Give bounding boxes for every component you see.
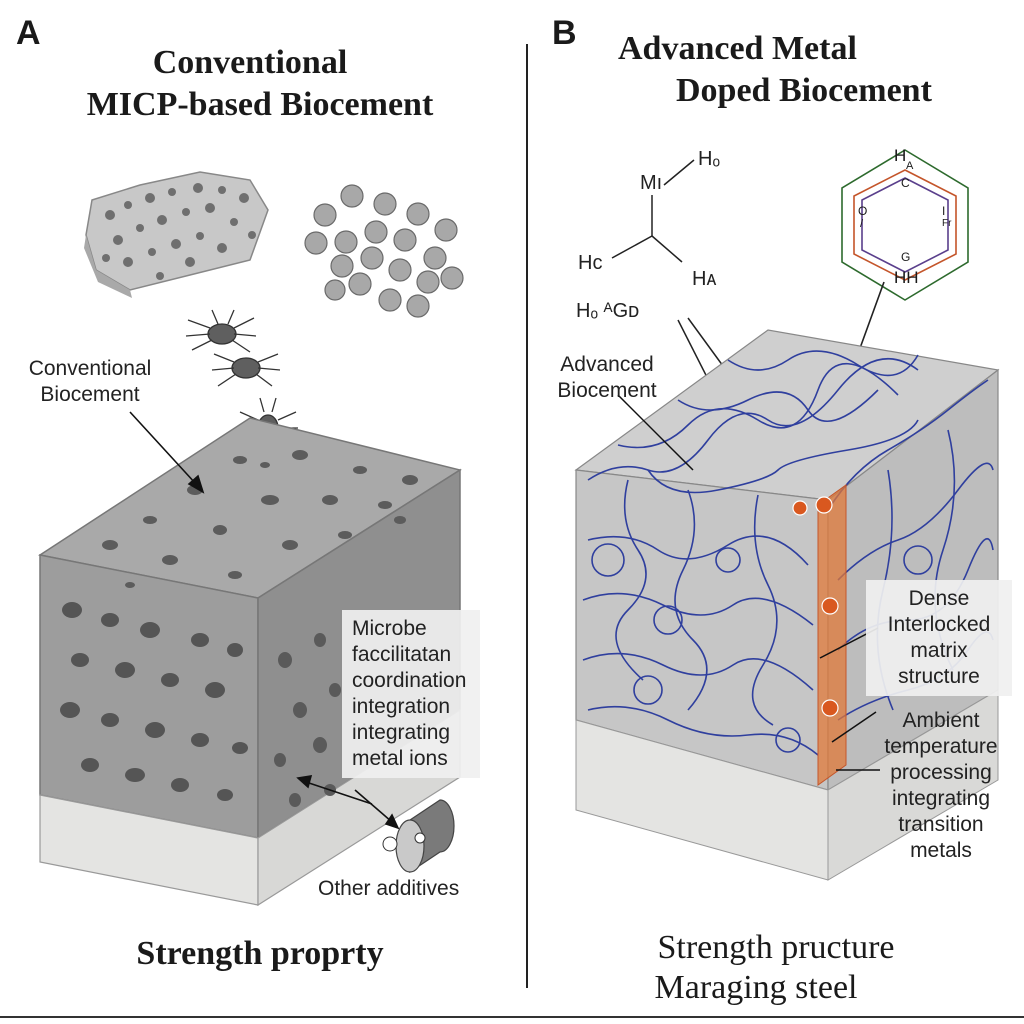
- hex-label-left: O: [858, 204, 868, 218]
- chem-ho-label: Hₒ: [698, 148, 720, 170]
- label-advanced-line1: Advanced: [560, 353, 654, 376]
- panel-a-title-line2: MICP-based Biocement: [86, 86, 434, 123]
- panel-b-caption-line2: Maraging steel: [654, 969, 858, 1006]
- panel-a-letter: A: [16, 14, 41, 52]
- panel-a-illustration: [38, 171, 464, 907]
- hex-label-bottom: HH: [894, 268, 919, 287]
- spheres-icon: [304, 184, 464, 318]
- label-ambient-line: processing: [890, 761, 992, 784]
- chem-hogd-label: Hₒ ᴬGᴅ: [576, 300, 640, 322]
- panel-a-caption: Strength proprty: [136, 935, 384, 972]
- label-dense-line: matrix: [910, 639, 968, 662]
- label-microbe-line: coordination: [352, 669, 467, 692]
- chem-m-label: Mı: [640, 172, 663, 194]
- label-dense-line: Dense: [908, 587, 970, 610]
- panel-a-arrows: [129, 411, 400, 830]
- label-dense-box: Dense Interlocked matrix structure: [866, 580, 1012, 696]
- panel-b-title: Advanced Metal Doped Biocement: [618, 28, 932, 112]
- label-ambient-line: temperature: [884, 735, 998, 758]
- bottom-border: [0, 1016, 1024, 1018]
- label-microbe-box: Microbe faccilitatan coordination integr…: [342, 610, 480, 778]
- label-ambient-line: transition: [898, 813, 984, 836]
- panel-a-title-line1: Conventional: [152, 44, 348, 81]
- label-microbe-line: Microbe: [352, 617, 427, 640]
- label-conventional-line2: Biocement: [40, 383, 140, 406]
- panel-a-title: Conventional MICP-based Biocement: [0, 42, 500, 126]
- label-microbe-line: integration: [352, 695, 451, 718]
- panel-b-caption-line1: Strength pructure: [657, 929, 895, 966]
- chem-hc-label: Hᴄ: [578, 252, 603, 274]
- label-advanced-line2: Biocement: [557, 379, 657, 402]
- label-microbe-line: metal ions: [352, 747, 448, 770]
- additive-cylinder-icon: [382, 799, 455, 874]
- hex-label-right-sub: Fr: [942, 218, 952, 229]
- label-dense-line: structure: [898, 665, 980, 688]
- label-ambient-box: Ambient temperature processing integrati…: [876, 708, 1006, 864]
- hex-label-top: H: [894, 146, 907, 165]
- hex-label-g: G: [901, 250, 911, 264]
- label-ambient-line: Ambient: [902, 709, 980, 732]
- label-microbe-line: integrating: [352, 721, 451, 744]
- porous-chunk-icon: [84, 171, 269, 298]
- hex-label-top-sub: A: [906, 160, 914, 172]
- chem-ha-label: Hᴀ: [692, 268, 717, 290]
- label-ambient-line: integrating: [891, 787, 991, 810]
- hex-label-c: C: [901, 176, 910, 190]
- panel-b-title-line2: Doped Biocement: [676, 72, 932, 109]
- label-ambient-line: metals: [910, 839, 972, 862]
- panel-b-title-line1: Advanced Metal: [618, 30, 857, 67]
- label-conventional-biocement: Conventional Biocement: [16, 356, 164, 408]
- panel-b-caption: Strength pructure Maraging steel: [528, 928, 1024, 1008]
- panel-b-illustration: [574, 149, 1000, 881]
- hex-label-left-sub: /: [860, 218, 864, 230]
- label-microbe-line: faccilitatan: [352, 643, 452, 666]
- label-other-additives: Other additives: [318, 877, 460, 900]
- panel-divider: [526, 44, 528, 988]
- hex-label-right: I: [942, 204, 946, 218]
- label-dense-line: Interlocked: [887, 613, 991, 636]
- panel-b-letter: B: [552, 14, 577, 52]
- label-advanced-biocement: Advanced Biocement: [544, 352, 670, 404]
- label-conventional-line1: Conventional: [28, 357, 152, 380]
